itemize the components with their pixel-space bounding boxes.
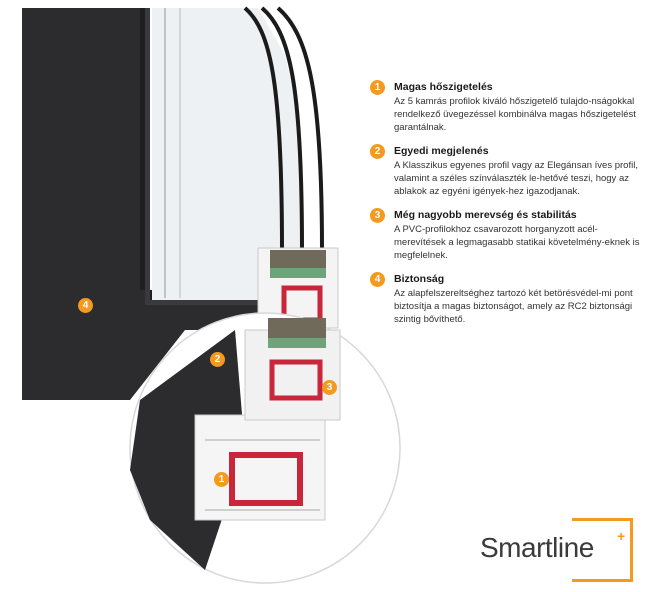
middle-steel — [269, 359, 323, 401]
feature-item: 4 Biztonság Az alapfelszereltséghez tart… — [370, 272, 640, 326]
feature-description: A Klasszikus egyenes profil vagy az Eleg… — [394, 160, 638, 197]
logo-wordmark: Smartline — [480, 532, 594, 563]
marker-1: 1 — [214, 472, 229, 487]
feature-number-badge: 4 — [370, 272, 385, 287]
glass-pane — [152, 8, 302, 300]
marker-4: 4 — [78, 298, 93, 313]
feature-description: Az 5 kamrás profilok kiváló hőszigetelő … — [394, 96, 636, 133]
middle-spacer — [268, 318, 326, 338]
middle-seal — [268, 338, 326, 348]
feature-description: Az alapfelszereltséghez tartozó két betö… — [394, 288, 633, 325]
upper-seal — [270, 268, 326, 278]
feature-number-badge: 3 — [370, 208, 385, 223]
logo-plus-icon: + — [617, 528, 626, 544]
glazing-pane-3 — [276, 6, 324, 251]
upper-spacer — [270, 250, 326, 268]
feature-title: Egyedi megjelenés — [394, 145, 489, 157]
feature-number-badge: 1 — [370, 80, 385, 95]
feature-list: 1 Magas hőszigetelés Az 5 kamrás profilo… — [370, 80, 640, 336]
marker-3: 3 — [322, 380, 337, 395]
feature-number-badge: 2 — [370, 144, 385, 159]
feature-item: 2 Egyedi megjelenés A Klasszikus egyenes… — [370, 144, 640, 198]
lower-steel — [229, 452, 303, 506]
feature-title: Magas hőszigetelés — [394, 81, 493, 93]
glazing-pane-1 — [243, 6, 284, 251]
feature-item: 3 Még nagyobb merevség és stabilitás A P… — [370, 208, 640, 262]
glazing-pane-2 — [260, 6, 304, 251]
smartline-logo: Smartline + — [480, 518, 650, 582]
feature-title: Biztonság — [394, 273, 445, 285]
feature-title: Még nagyobb merevség és stabilitás — [394, 209, 577, 221]
feature-description: A PVC-profilokhoz csavarozott horganyzot… — [394, 224, 640, 261]
logo-bracket — [572, 518, 633, 582]
marker-2: 2 — [210, 352, 225, 367]
feature-item: 1 Magas hőszigetelés Az 5 kamrás profilo… — [370, 80, 640, 134]
